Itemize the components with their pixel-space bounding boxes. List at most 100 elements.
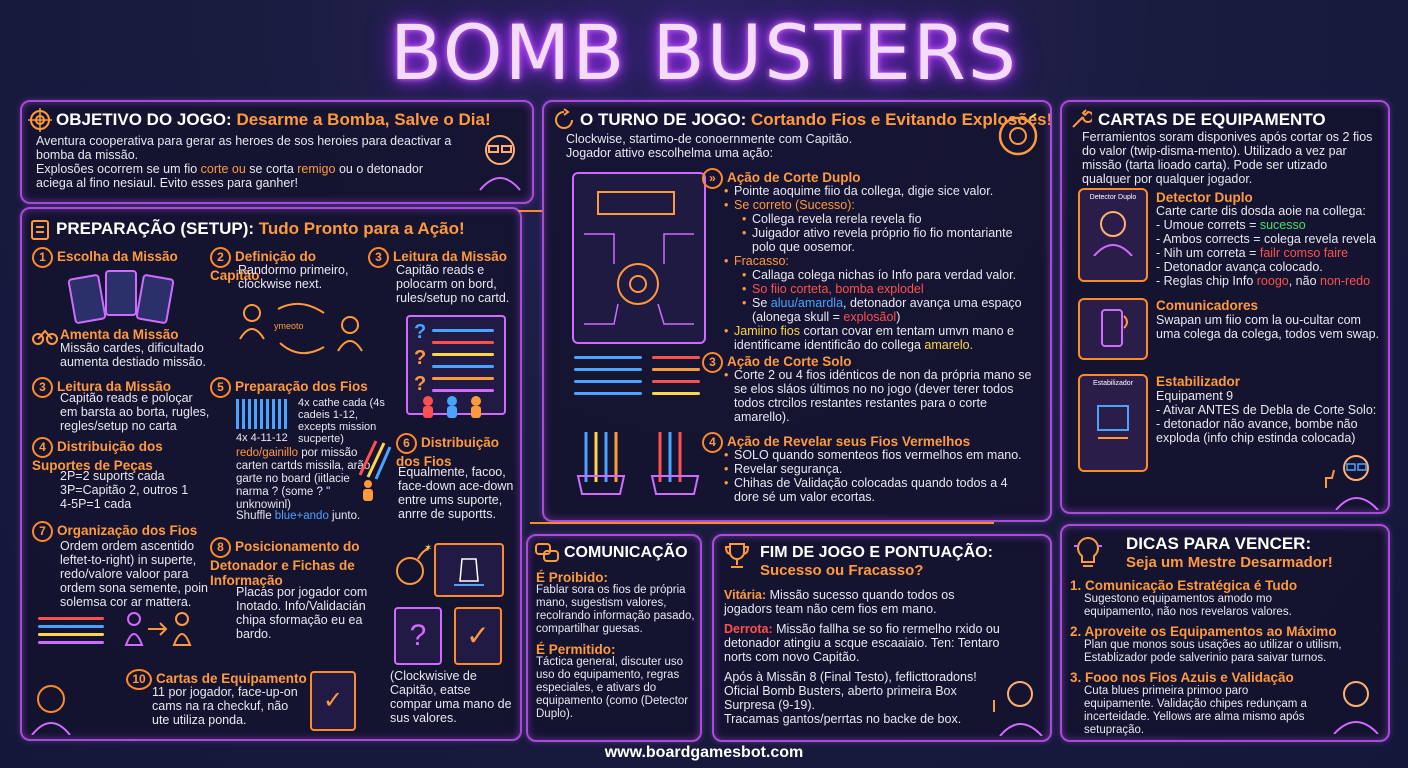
dicas-panel: DICAS PARA VENCER: Seja um Mestre Desarm…: [1060, 524, 1390, 742]
hero-avatar-icon: [479, 135, 521, 191]
mission-cards-icon: [68, 270, 175, 324]
lightbulb-icon: [1074, 536, 1102, 567]
wires-illustration: [38, 617, 118, 647]
comunicacao-panel: COMUNICAÇÃO É Proibido: Fablar sora os f…: [526, 534, 702, 742]
thumbs-up-avatar-icon: [1325, 455, 1379, 510]
question-card-illustration: ?: [394, 607, 442, 665]
turno-intro: Clockwise, startimo-de conoernmente com …: [566, 132, 853, 160]
comunicadores-card: [1078, 298, 1148, 360]
svg-text:✶: ✶: [424, 543, 432, 554]
wire-holder-illustration: [576, 430, 712, 496]
wire-rack-illustration: [574, 354, 714, 410]
connector-line-bottom: [530, 522, 994, 524]
connector-line: [518, 210, 542, 212]
proibido-text: Fablar sora os fios de própria mano, sug…: [536, 584, 695, 635]
derrota-text: Derrota: Missão fallha se so fio rermelh…: [724, 622, 1000, 664]
turno-panel: O TURNO DE JOGO: Cortando Fios e Evitand…: [542, 100, 1052, 522]
pawn-group-icon: [423, 396, 481, 418]
target-icon: [28, 108, 52, 132]
step-2-text: Randormo primeiro, clockwise next.: [238, 263, 349, 291]
step-5-text-4: Shuffle blue+ando junto.: [236, 510, 361, 522]
step-1b-text: Missão cardes, dificultado aumenta desti…: [60, 341, 206, 369]
setup-note: (Clockwisive de Capitão, eatse compar um…: [390, 669, 512, 725]
pawn-small-icon: [363, 480, 373, 501]
pawns-icon: [124, 612, 192, 646]
estabilizador-content: Equipament 9 - Ativar ANTES de Debla de …: [1156, 389, 1377, 445]
bike-icon: [32, 329, 58, 345]
technician-avatar-icon: [31, 685, 71, 735]
step-5-text-3: redo/gainillo por missão carten cartds m…: [236, 447, 371, 511]
detector-duplo-content: Carte carte dis dosda aoie na collega: -…: [1156, 204, 1376, 288]
preparacao-panel: PREPARAÇÃO (SETUP): Tudo Pronto para a A…: [20, 207, 522, 741]
estabilizador-card-label: Estabilizador: [1092, 380, 1134, 387]
comunicadores-title: Comunicadores: [1156, 298, 1259, 313]
action-3-content: SOLO quando somenteos fios vermelhos em …: [724, 448, 1034, 504]
permitido-title: É Permitido:: [536, 642, 616, 657]
dica-2-title: 2. Aproveite os Equipamentos ao Máximo: [1070, 624, 1337, 639]
turno-heading: O TURNO DE JOGO: Cortando Fios e Evitand…: [580, 110, 1052, 129]
fim-text-4: Tracamas gantos/perrtas no backe de box.: [724, 712, 962, 726]
cartas-panel: CARTAS DE EQUIPAMENTO Ferramientos soram…: [1060, 100, 1390, 514]
check-card-illustration: ✓: [454, 607, 502, 665]
celebrate-avatar-icon: [993, 681, 1043, 736]
fim-accent: Sucesso ou Fracasso?: [760, 562, 924, 579]
objetivo-heading: OBJETIVO DO JOGO: Desarme a Bomba, Salve…: [56, 110, 491, 129]
fim-text-3: Após à Missãn 8 (Final Testo), feflictto…: [724, 670, 977, 712]
dica-3-title: 3. Fooo nos Fios Azuis e Validação: [1070, 670, 1294, 685]
objetivo-text-1: Aventura cooperativa para gerar as heroe…: [36, 134, 452, 162]
objetivo-text-2: Explosões ocorrem se um fio corte ou se …: [36, 162, 424, 190]
step-3-text: Capitão reads e polocarm on bord, rules/…: [396, 263, 510, 305]
dicas-heading: DICAS PARA VENCER:: [1126, 534, 1312, 553]
step-5-text-2: 4x 4-11-12: [236, 432, 288, 444]
cartas-intro: Ferramientos soram disponives após corta…: [1082, 130, 1373, 186]
expert-avatar-icon: [1333, 681, 1379, 734]
proibido-title: É Proibido:: [536, 570, 608, 585]
detector-duplo-title: Detector Duplo: [1156, 190, 1253, 205]
bomb-dial-icon: [998, 113, 1038, 156]
step-7-text: Ordem ordem ascentido leftet-to-right) i…: [60, 539, 209, 609]
comunicacao-heading: COMUNICAÇÃO: [564, 544, 688, 561]
cartas-heading: CARTAS DE EQUIPAMENTO: [1098, 110, 1326, 129]
chat-bubbles-icon: [535, 543, 559, 562]
detonator-card-illustration: [434, 543, 504, 597]
step-4-text: 2P=2 suports cada 3P=Capitão 2, outros 1…: [60, 469, 189, 511]
fim-panel: FIM DE JOGO E PONTUAÇÃO: Sucesso ou Frac…: [712, 534, 1052, 742]
step-6-text: Equalmente, facoo, face-down ace-down en…: [398, 465, 514, 521]
wire-bundle-illustration: [236, 399, 290, 429]
colored-wires-icon: [358, 440, 392, 480]
clipboard-icon: [31, 220, 49, 240]
action-1-title: »Ação de Corte Duplo: [702, 168, 1022, 189]
footer-url[interactable]: www.boardgamesbot.com: [604, 744, 804, 761]
dica-1-text: Sugestono equipamentos amodo mo equipame…: [1084, 593, 1292, 618]
action-1-content: Pointe aoquime fiio da collega, digie si…: [724, 184, 1034, 352]
detector-duplo-card: Detector Duplo: [1078, 188, 1148, 282]
bomb-icon: ✶: [396, 543, 432, 585]
comunicadores-text: Swapan um fiio com la ou-cultar com uma …: [1156, 313, 1380, 341]
fim-heading: FIM DE JOGO E PONTUAÇÃO:: [760, 544, 993, 561]
objetivo-panel: OBJETIVO DO JOGO: Desarme a Bomba, Salve…: [20, 100, 534, 204]
step-8-text: Placas por jogador com Inotado. Info/Val…: [236, 585, 368, 641]
estabilizador-card: Estabilizador: [1078, 374, 1148, 472]
captain-icon-label: ymeoto: [274, 321, 304, 331]
captain-rotation-icon: [239, 302, 363, 354]
dica-3-text: Cuta blues primeira primoo paro equipame…: [1084, 685, 1307, 736]
step-10-text: 11 por jogador, face-up-on cams na ra ch…: [152, 685, 298, 727]
step-1b-title: Amenta da Missão: [60, 327, 179, 342]
step-5-text-1: 4x cathe cada (4s cadeis 1-12, excepts m…: [298, 397, 385, 445]
step-3b-text: Capitão reads e poloçar em barsta ao bor…: [60, 391, 210, 433]
wrench-icon: [1072, 109, 1092, 128]
trophy-icon: [724, 543, 750, 568]
dicas-accent: Seja um Mestre Desarmador!: [1126, 554, 1333, 571]
detector-duplo-card-label: Detector Duplo: [1089, 194, 1137, 201]
equipment-card-illustration: ✓: [310, 671, 356, 731]
vitoria-text: Vitária: Missão sucesso quando todos os …: [724, 588, 955, 616]
turn-cycle-icon: [555, 108, 573, 129]
